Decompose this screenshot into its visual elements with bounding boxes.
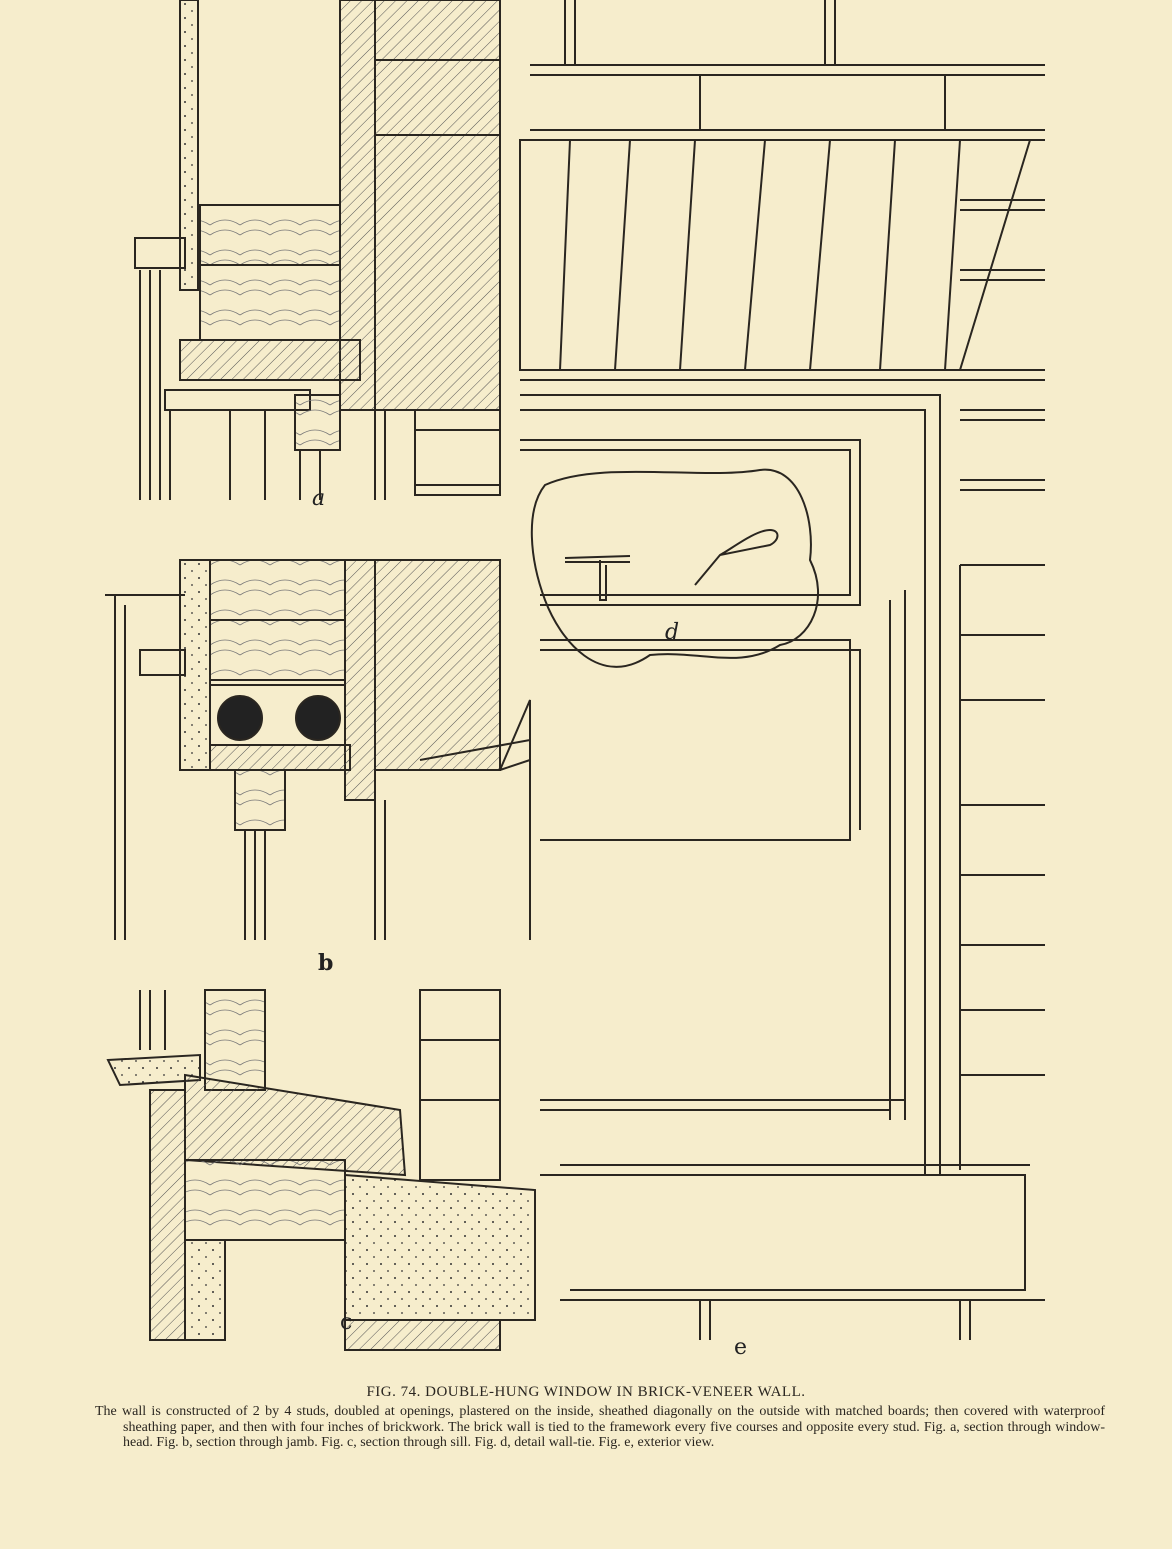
figure-caption-title: FIG. 74. DOUBLE-HUNG WINDOW IN BRICK-VEN… bbox=[366, 1384, 806, 1400]
figure-caption-body: The wall is constructed of 2 by 4 studs,… bbox=[95, 1404, 1105, 1451]
fig-b-label: b bbox=[318, 950, 334, 976]
fig-e-label: e bbox=[734, 1335, 748, 1360]
fig-c-label: c bbox=[340, 1310, 353, 1335]
figure-description: The wall is constructed of 2 by 4 studs,… bbox=[95, 1404, 1105, 1450]
fig-a-window-head-section bbox=[134, 0, 501, 500]
fig-e-exterior-view bbox=[519, 0, 1045, 1340]
fig-d-label: d bbox=[665, 620, 680, 645]
technical-drawing bbox=[105, 0, 1045, 1351]
fig-a-label: a bbox=[312, 486, 326, 511]
fig-d-wall-tie-detail bbox=[530, 468, 820, 668]
fig-b-jamb-section bbox=[105, 559, 531, 940]
fig-c-sill-section bbox=[106, 989, 536, 1351]
